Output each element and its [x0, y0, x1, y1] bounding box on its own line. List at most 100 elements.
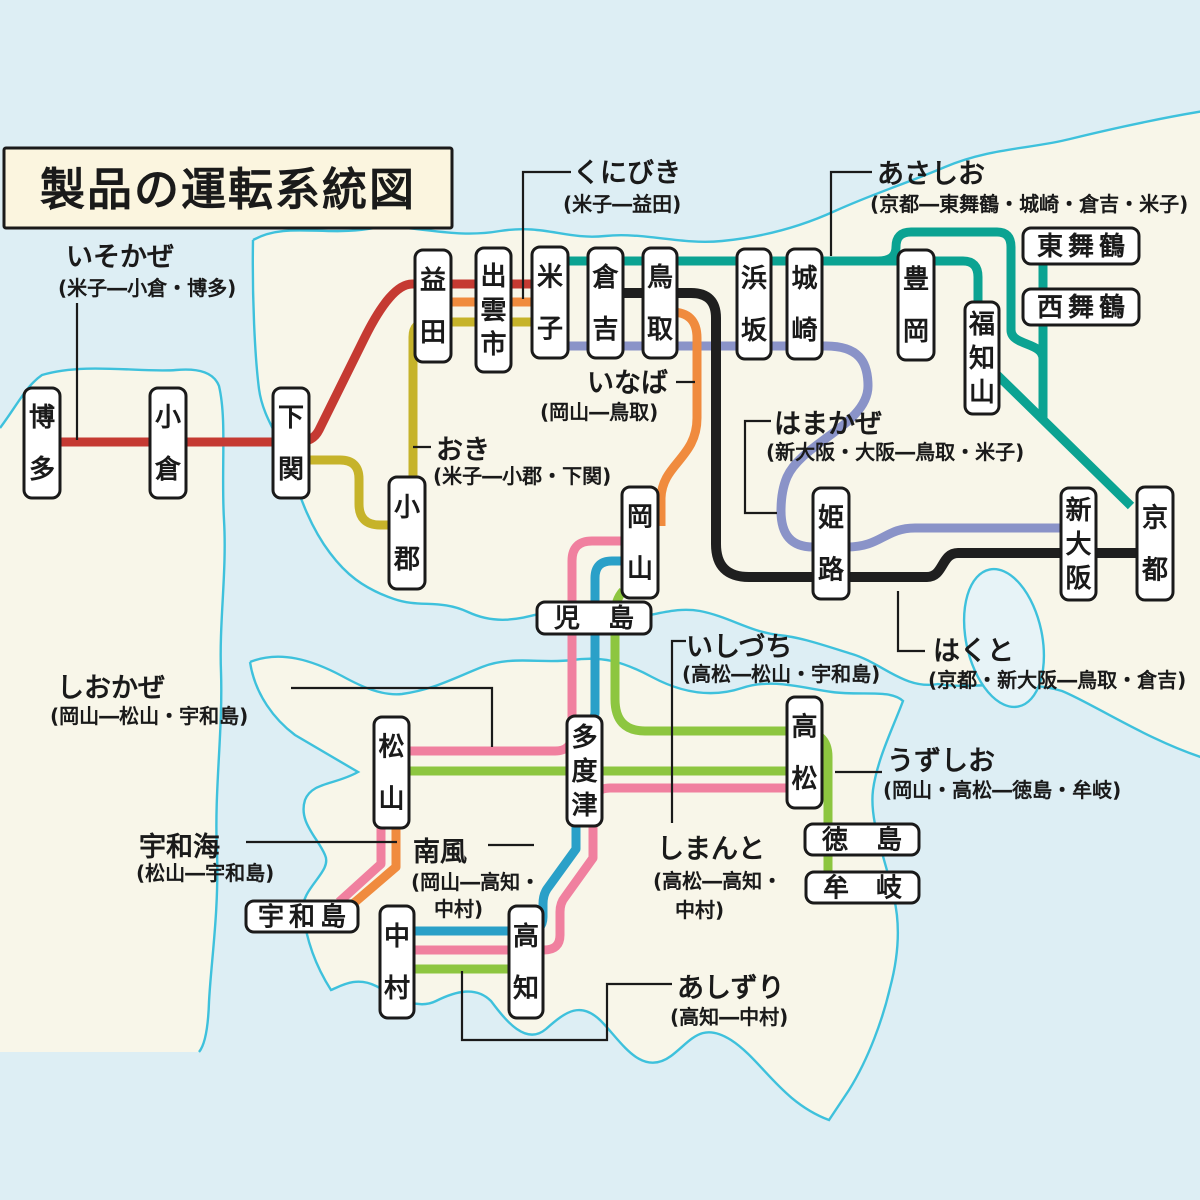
pointer-shiokaze [291, 686, 494, 747]
station-label-matsuyama: 山 [378, 785, 404, 815]
station-label-fukuchiyama: 知 [969, 344, 995, 374]
station-label-uwajima: 和 [289, 903, 315, 933]
station-label-fukuchiyama: 山 [969, 378, 995, 408]
station-label-shinosaka: 新 [1065, 495, 1091, 526]
train-route-asashio-0: (京都―東舞鶴・城崎・倉吉・米子) [870, 192, 1188, 216]
station-label-kyoto: 京 [1142, 503, 1168, 534]
station-matsuyama: 松山 [372, 715, 411, 830]
station-fukuchiyama: 福知山 [963, 300, 1001, 416]
station-box-izumoshi [474, 246, 513, 374]
train-label-hamakaze: はまかぜ(新大阪・大阪―鳥取・米子) [766, 409, 1024, 464]
station-label-mugi: 牟 [823, 873, 849, 904]
station-himeji: 姫路 [811, 486, 851, 601]
station-label-masuda: 田 [420, 318, 446, 348]
station-label-izumoshi: 出 [480, 262, 506, 292]
station-label-okayama: 山 [627, 555, 653, 585]
station-label-toyooka: 豊 [903, 265, 929, 295]
station-label-nishimaizuru: 西 [1037, 293, 1063, 323]
line-hakuto [588, 288, 1140, 582]
train-route-nanpu-1: 中村) [434, 897, 483, 921]
station-label-nakamura: 村 [384, 974, 410, 1004]
station-kurayoshi: 倉吉 [586, 246, 625, 360]
station-box-fukuchiyama [963, 300, 1001, 416]
train-route-isokaze-0: (米子―小倉・博多) [58, 276, 236, 300]
station-label-hamasaka: 浜 [741, 264, 767, 294]
train-route-ishizuchi-0: (高松―松山・宇和島) [682, 662, 880, 686]
station-box-kinosaki [785, 247, 824, 361]
station-hamasaka: 浜坂 [735, 247, 773, 361]
station-shimonoseki: 下関 [271, 386, 311, 500]
train-route-hamakaze-0: (新大阪・大阪―鳥取・米子) [766, 440, 1024, 464]
train-name-kunibiki: くにびき [573, 158, 681, 189]
station-label-tadotsu: 多 [571, 723, 597, 753]
train-label-nanpu: 南風(岡山―高知・中村) [411, 837, 540, 921]
station-label-takamatsu: 松 [791, 765, 817, 795]
station-label-shimonoseki: 下 [278, 403, 304, 433]
train-route-shimanto-0: (高松―高知・ [653, 869, 782, 893]
train-route-uzushio-0: (岡山・高松―徳島・牟岐) [883, 778, 1121, 802]
station-label-takamatsu: 高 [791, 712, 817, 743]
train-label-asashio: あさしお(京都―東舞鶴・城崎・倉吉・米子) [870, 159, 1188, 216]
station-box-shimonoseki [271, 386, 311, 500]
station-label-ogori: 小 [394, 493, 420, 523]
station-label-kojima: 島 [608, 604, 634, 634]
station-box-kyoto [1135, 485, 1175, 602]
train-label-hakuto: はくと(京都・新大阪―鳥取・倉吉) [928, 636, 1186, 692]
station-label-uwajima: 宇 [258, 903, 284, 933]
station-label-hamasaka: 坂 [741, 316, 768, 346]
station-box-toyooka [896, 248, 936, 362]
station-label-ogori: 郡 [393, 545, 420, 575]
station-kyoto: 京都 [1135, 485, 1175, 602]
train-label-ishizuchi: いしづち(高松―松山・宇和島) [682, 632, 880, 686]
station-label-nishimaizuru: 舞 [1068, 293, 1094, 323]
page-title: 製品の運転系統図 [40, 163, 416, 216]
station-label-higashimaizuru: 鶴 [1099, 231, 1125, 262]
station-box-himeji [811, 486, 851, 601]
train-name-shimanto: しまんと [657, 834, 765, 865]
train-route-shimanto-1: 中村) [675, 898, 724, 922]
train-label-isokaze: いそかぜ (米子―小倉・博多) [58, 242, 236, 300]
station-box-higashimaizuru [1021, 226, 1141, 266]
train-label-uzushio: うずしお(岡山・高松―徳島・牟岐) [883, 746, 1121, 802]
station-label-tadotsu: 度 [571, 756, 597, 787]
train-label-inaba: いなば(岡山―鳥取) [540, 368, 668, 424]
train-route-hakuto-0: (京都・新大阪―鳥取・倉吉) [928, 668, 1186, 692]
station-label-kurayoshi: 倉 [591, 262, 619, 293]
train-name-nanpu: 南風 [413, 837, 467, 868]
line-shiokaze [335, 827, 386, 906]
station-box-masuda [413, 248, 453, 364]
station-box-yonago [530, 245, 570, 360]
line-hamakaze [548, 341, 1061, 552]
train-name-isokaze: いそかぜ [66, 242, 174, 273]
station-label-shinosaka: 大 [1065, 530, 1091, 560]
station-hakata: 博多 [22, 386, 62, 500]
station-box-tottori [641, 246, 679, 360]
station-label-kokura: 小 [155, 403, 181, 433]
station-label-kojima: 児 [554, 604, 580, 634]
station-label-himeji: 姫 [818, 504, 844, 534]
train-label-uwakai: 宇和海(松山―宇和島) [136, 832, 274, 885]
station-box-shinosaka [1059, 486, 1098, 602]
station-box-ogori [387, 475, 427, 591]
station-masuda: 益田 [413, 248, 453, 364]
station-ogori: 小郡 [387, 475, 427, 591]
station-tottori: 鳥取 [641, 246, 679, 360]
station-kojima: 児島 [535, 600, 653, 636]
station-label-kochi: 高 [513, 921, 539, 952]
station-label-matsuyama: 松 [378, 733, 404, 763]
pointer-shimanto [670, 639, 686, 823]
train-label-shiokaze: しおかぜ(岡山―松山・宇和島) [50, 673, 248, 728]
station-label-kinosaki: 城 [791, 264, 817, 294]
map-title: 製品の運転系統図 [2, 146, 454, 230]
train-route-shiokaze-0: (岡山―松山・宇和島) [50, 704, 248, 728]
train-route-uwakai-0: (松山―宇和島) [136, 861, 274, 885]
station-toyooka: 豊岡 [896, 248, 936, 362]
station-uwajima: 宇和島 [244, 899, 360, 934]
station-label-masuda: 益 [420, 266, 446, 296]
station-kinosaki: 城崎 [785, 247, 824, 361]
train-label-ashizuri: あしずり(高知―中村) [670, 973, 788, 1029]
station-box-takamatsu [785, 695, 824, 810]
